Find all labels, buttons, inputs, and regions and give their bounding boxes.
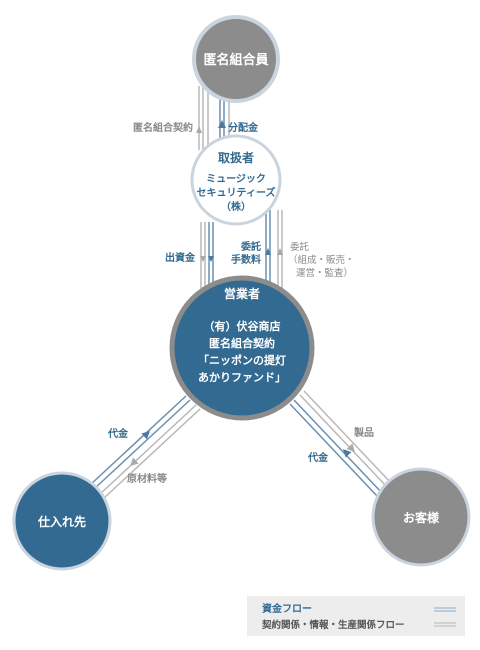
customer-node: お客様: [371, 467, 471, 567]
fee-up-arrow: [265, 248, 271, 255]
right-product-arrow: [346, 443, 355, 452]
top-contract-label: 匿名組合契約: [133, 121, 193, 134]
consign-label-3: 運営・監査）: [296, 267, 353, 279]
legend-money-flow-label: 資金フロー: [262, 602, 312, 615]
operator-line-2: 匿名組合契約: [209, 336, 275, 350]
left-materials-arrow: [130, 457, 139, 466]
operator-node: 営業者 （有）伏谷商店 匿名組合契約 「ニッポンの提灯 あかりファンド」: [169, 275, 315, 421]
fee-label-2: 手数料: [231, 253, 261, 266]
left-payment-label: 代金: [107, 427, 129, 440]
legend: 資金フロー 契約関係・情報・生産関係フロー: [247, 596, 465, 636]
left-payment-arrow: [141, 431, 150, 440]
operator-title: 営業者: [224, 286, 260, 301]
handler-title: 取扱者: [218, 150, 254, 165]
right-payment-label: 代金: [307, 451, 329, 464]
right-payment-arrow: [343, 449, 352, 458]
handler-line-2: セキュリティーズ: [197, 186, 276, 199]
consign-up-arrow: [277, 248, 283, 255]
handler-node: 取扱者 ミュージック セキュリティーズ （株）: [190, 134, 282, 226]
operator-line-3: 「ニッポンの提灯: [198, 353, 286, 367]
investment-down-arrow-blue: [208, 256, 214, 262]
handler-line-3: （株）: [221, 200, 251, 213]
operator-line-4: あかりファンド」: [198, 371, 286, 384]
left-materials-label: 原材料等: [127, 472, 167, 485]
right-flow-lines: [289, 390, 393, 498]
consign-label-1: 委託: [290, 241, 310, 253]
investment-label: 出資金: [165, 251, 196, 264]
consign-label-2: （組成・販売・: [288, 254, 355, 266]
investors-label: 匿名組合員: [203, 52, 268, 68]
handler-line-1: ミュージック: [206, 173, 266, 185]
contract-up-arrow: [196, 126, 202, 133]
fee-label-1: 委託: [240, 240, 261, 253]
investors-node: 匿名組合員: [192, 15, 280, 103]
investment-down-arrow-gray: [200, 256, 206, 262]
right-product-label: 製品: [353, 426, 374, 439]
legend-contract-flow-label: 契約関係・情報・生産関係フロー: [261, 619, 405, 631]
distribution-up-arrow: [218, 120, 226, 128]
customer-label: お客様: [403, 510, 440, 525]
supplier-label: 仕入れ先: [37, 514, 86, 529]
left-flow-lines: [89, 395, 201, 499]
operator-line-1: （有）伏谷商店: [204, 319, 281, 333]
top-distribution-label: 分配金: [228, 121, 259, 134]
supplier-node: 仕入れ先: [12, 471, 112, 571]
